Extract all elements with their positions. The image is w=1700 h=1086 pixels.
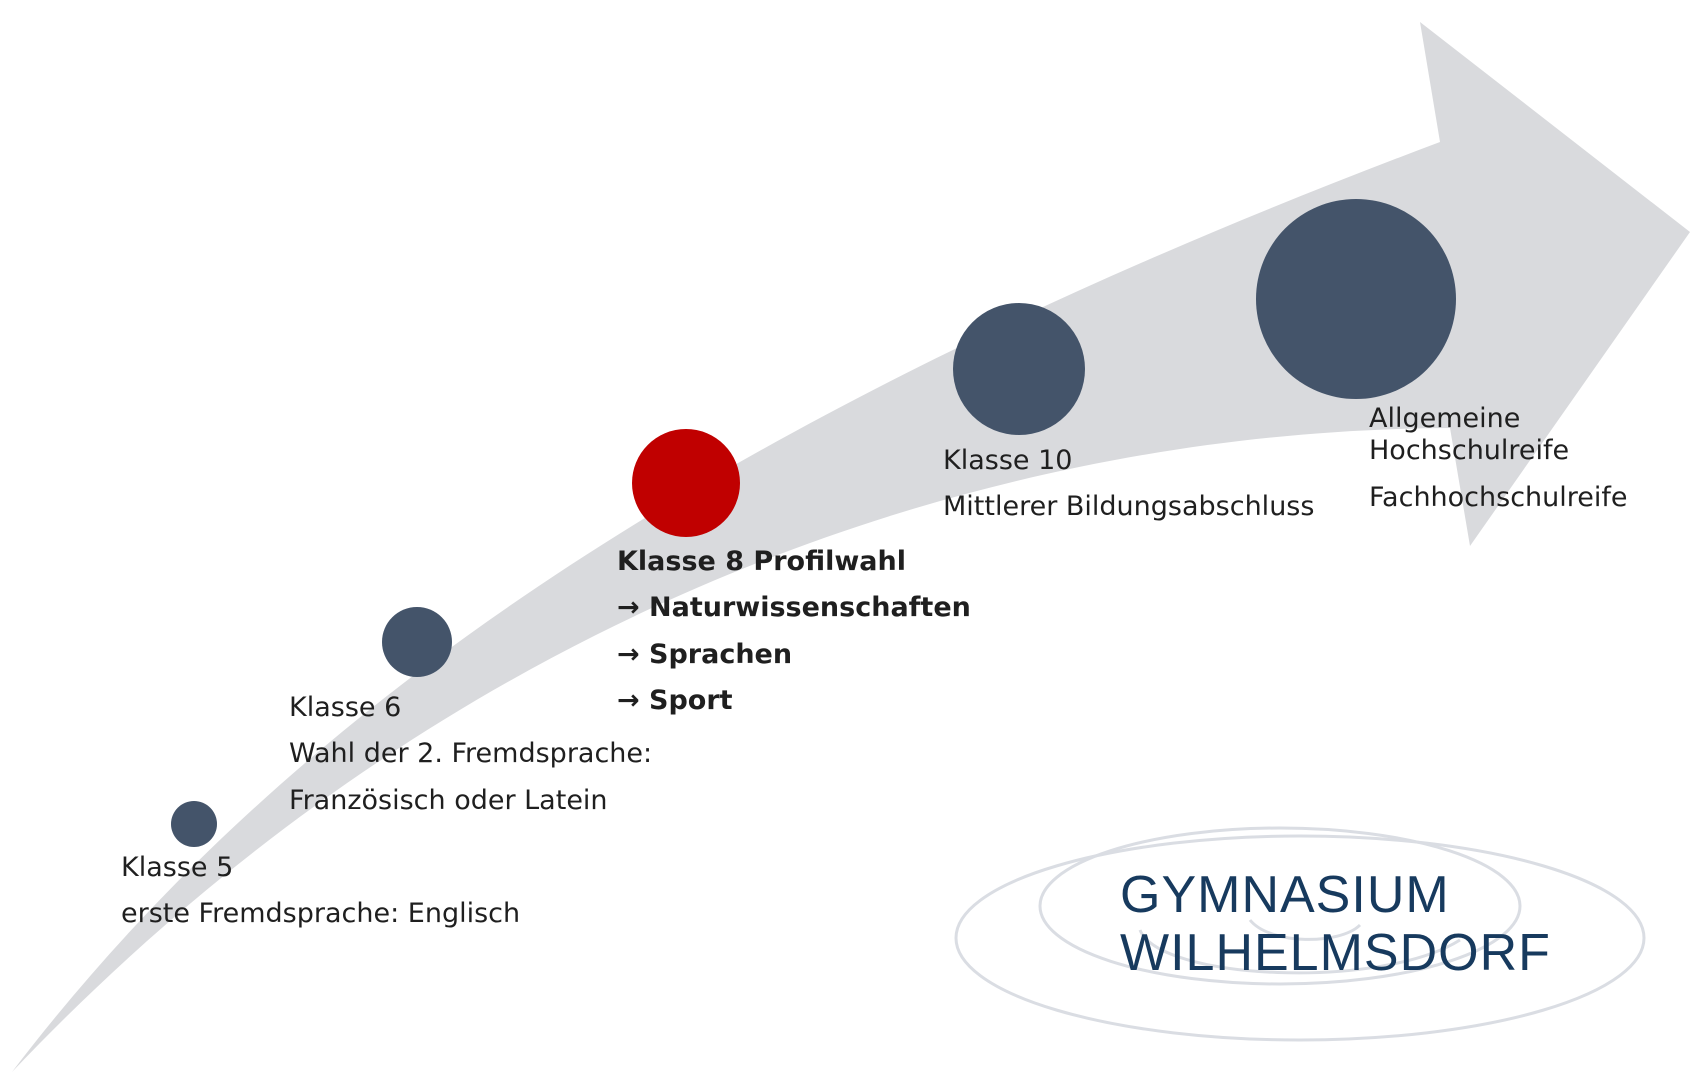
school-logo-swirl — [954, 826, 1646, 1042]
milestone-dot-klasse-10 — [953, 303, 1085, 435]
milestone-label-klasse-8: Klasse 8 Profilwahl → Naturwissenschafte… — [617, 546, 971, 718]
profile-option: → Sport — [617, 685, 733, 717]
school-logo-line2: WILHELMSDORF — [1120, 924, 1551, 983]
milestone-dot-klasse-6 — [382, 607, 452, 677]
milestone-title: Klasse 6 — [289, 692, 402, 723]
milestone-label-abitur: Allgemeine Hochschulreife Fachhochschulr… — [1369, 403, 1628, 514]
milestone-title-line2: Hochschulreife — [1369, 435, 1570, 467]
milestone-detail: Fachhochschulreife — [1369, 481, 1628, 513]
milestone-label-klasse-10: Klasse 10 Mittlerer Bildungsabschluss — [943, 445, 1314, 524]
milestone-dot-abitur — [1256, 199, 1456, 399]
milestone-detail: Wahl der 2. Fremdsprache: — [289, 738, 653, 770]
profile-option: → Naturwissenschaften — [617, 592, 971, 624]
school-logo-line1: GYMNASIUM — [1120, 866, 1450, 924]
profile-option: → Sprachen — [617, 638, 793, 670]
milestone-title: Allgemeine — [1369, 403, 1521, 434]
milestone-title: Klasse 10 — [943, 445, 1073, 476]
milestone-label-klasse-5: Klasse 5 erste Fremdsprache: Englisch — [121, 852, 520, 931]
milestone-detail: Mittlerer Bildungsabschluss — [943, 491, 1315, 523]
milestone-dot-klasse-8-highlight — [632, 429, 740, 537]
milestone-detail: Französisch oder Latein — [289, 784, 608, 816]
milestone-dot-klasse-5 — [171, 801, 217, 847]
milestone-title: Klasse 5 — [121, 852, 234, 883]
milestone-label-klasse-6: Klasse 6 Wahl der 2. Fremdsprache: Franz… — [289, 692, 652, 817]
milestone-detail: erste Fremdsprache: Englisch — [121, 898, 521, 930]
milestone-title: Klasse 8 Profilwahl — [617, 546, 906, 577]
school-logo-text: GYMNASIUM WILHELMSDORF — [1120, 866, 1551, 982]
